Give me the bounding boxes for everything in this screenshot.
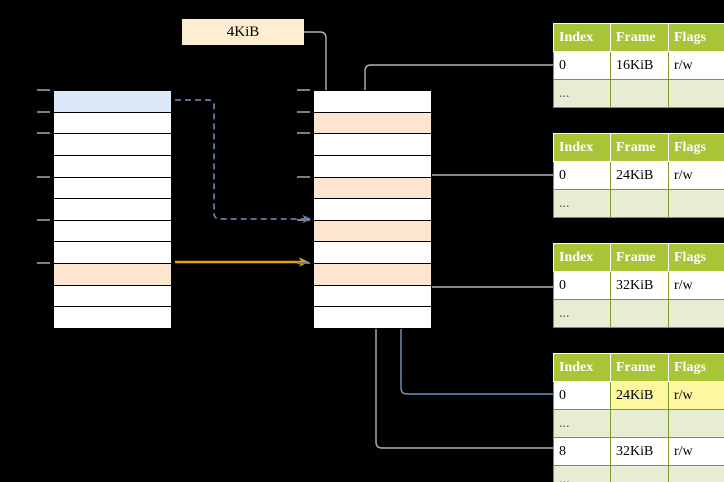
- cell-index[interactable]: 0: [553, 161, 611, 190]
- cell-flags[interactable]: r/w: [668, 161, 724, 190]
- cell-index[interactable]: ...: [553, 299, 611, 328]
- physical-frame-row-6[interactable]: [313, 219, 432, 243]
- virtual-page-row-6[interactable]: [53, 219, 172, 243]
- physical-frame-tick-6: [297, 218, 310, 221]
- column-header-flags: Flags: [668, 243, 724, 272]
- virtual-page-row-3[interactable]: [53, 154, 172, 178]
- cell-index[interactable]: ...: [553, 409, 611, 438]
- table-row[interactable]: ...: [553, 79, 724, 108]
- cell-flags[interactable]: r/w: [668, 51, 724, 80]
- table-row[interactable]: ...: [553, 465, 724, 482]
- virtual-page-row-4[interactable]: [53, 176, 172, 200]
- column-header-frame: Frame: [610, 243, 669, 272]
- physical-frame-tick-4: [297, 175, 310, 178]
- column-header-frame: Frame: [610, 23, 669, 52]
- cell-frame[interactable]: [610, 465, 669, 482]
- table-row[interactable]: ...: [553, 299, 724, 328]
- cell-flags[interactable]: r/w: [668, 271, 724, 300]
- virtual-page-row-8[interactable]: [53, 263, 172, 286]
- column-header-frame: Frame: [610, 353, 669, 382]
- physical-frame-row-7[interactable]: [313, 241, 432, 265]
- cell-flags[interactable]: [668, 189, 724, 218]
- cell-flags[interactable]: [668, 79, 724, 108]
- cell-frame[interactable]: 16KiB: [610, 51, 669, 80]
- physical-frame-row-2[interactable]: [313, 133, 432, 156]
- cell-index[interactable]: 8: [553, 437, 611, 466]
- cell-frame[interactable]: [610, 409, 669, 438]
- virtual-page-tick-8: [37, 262, 50, 265]
- cell-flags[interactable]: [668, 409, 724, 438]
- physical-frame-row-4[interactable]: [313, 176, 432, 200]
- virtual-page-tick-4: [37, 175, 50, 178]
- column-header-flags: Flags: [668, 23, 724, 52]
- table-row[interactable]: ...: [553, 189, 724, 218]
- virtual-page-tick-6: [37, 218, 50, 221]
- physical-frame-tick-8: [297, 262, 310, 265]
- cell-frame[interactable]: 24KiB: [610, 161, 669, 190]
- cell-frame[interactable]: 32KiB: [610, 437, 669, 466]
- physical-frame-row-5[interactable]: [313, 198, 432, 221]
- page-size-label: 4KiB: [182, 19, 304, 45]
- physical-frame-row-9[interactable]: [313, 284, 432, 308]
- physical-frame-row-10[interactable]: [313, 306, 432, 329]
- column-header-index: Index: [553, 133, 611, 162]
- cell-frame[interactable]: [610, 189, 669, 218]
- column-header-flags: Flags: [668, 353, 724, 382]
- column-header-index: Index: [553, 243, 611, 272]
- physical-memory-column: [297, 89, 432, 329]
- virtual-page-tick-1: [37, 110, 50, 113]
- cell-index[interactable]: ...: [553, 189, 611, 218]
- cell-frame[interactable]: [610, 299, 669, 328]
- cell-frame[interactable]: [610, 79, 669, 108]
- cell-index[interactable]: 0: [553, 381, 611, 410]
- virtual-page-row-1[interactable]: [53, 111, 172, 135]
- column-header-index: Index: [553, 353, 611, 382]
- physical-frame-tick-0: [297, 89, 310, 91]
- table-row[interactable]: ...: [553, 409, 724, 438]
- physical-frame-tick-1: [297, 110, 310, 113]
- cell-flags[interactable]: r/w: [668, 437, 724, 466]
- virtual-page-tick-2: [37, 132, 50, 135]
- page-size-label-text: 4KiB: [226, 24, 260, 40]
- cell-index[interactable]: ...: [553, 465, 611, 482]
- virtual-page-row-0[interactable]: [53, 90, 172, 113]
- column-header-flags: Flags: [668, 133, 724, 162]
- cell-flags[interactable]: [668, 465, 724, 482]
- cell-flags[interactable]: [668, 299, 724, 328]
- cell-index[interactable]: 0: [553, 271, 611, 300]
- virtual-page-row-2[interactable]: [53, 133, 172, 156]
- virtual-page-row-7[interactable]: [53, 241, 172, 265]
- physical-frame-tick-2: [297, 132, 310, 135]
- virtual-address-space-column: [37, 89, 172, 329]
- physical-frame-row-1[interactable]: [313, 111, 432, 135]
- virtual-page-tick-0: [37, 89, 50, 91]
- physical-frame-row-3[interactable]: [313, 154, 432, 178]
- cell-frame[interactable]: 32KiB: [610, 271, 669, 300]
- column-header-index: Index: [553, 23, 611, 52]
- cell-index[interactable]: ...: [553, 79, 611, 108]
- cell-frame[interactable]: 24KiB: [610, 381, 669, 410]
- column-header-frame: Frame: [610, 133, 669, 162]
- virtual-page-row-5[interactable]: [53, 198, 172, 221]
- cell-index[interactable]: 0: [553, 51, 611, 80]
- virtual-page-row-10[interactable]: [53, 306, 172, 329]
- physical-frame-row-8[interactable]: [313, 263, 432, 286]
- cell-flags[interactable]: r/w: [668, 381, 724, 410]
- physical-frame-row-0[interactable]: [313, 90, 432, 113]
- virtual-page-row-9[interactable]: [53, 284, 172, 308]
